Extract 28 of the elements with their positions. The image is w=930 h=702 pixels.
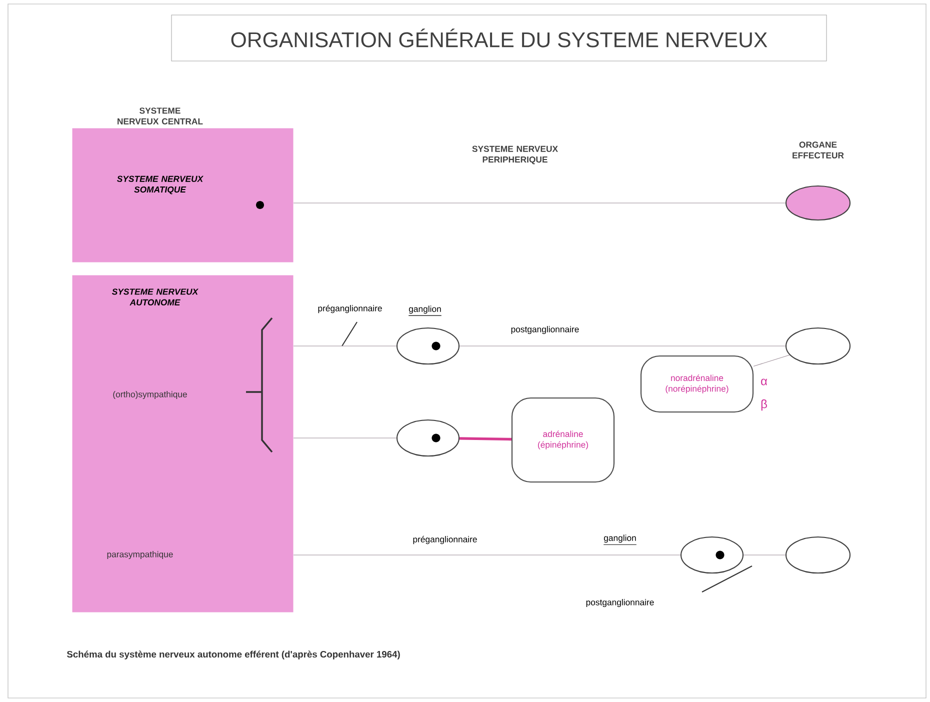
caption: Schéma du système nerveux autonome efférent (d'après Copenhaver 1964) [66,650,400,660]
block-heading: SYSTEME NERVEUX AUTONOME [112,288,199,306]
division-label: (ortho)sympathique [113,390,187,400]
fiber-label: postganglionnaire [511,326,579,334]
connector [753,354,790,367]
ganglion-label: ganglion [408,306,442,316]
fiber-label: préganglionnaire [413,536,477,544]
ganglion-ellipse [680,536,744,574]
title: ORGANISATION GÉNÉRALE DU SYSTEME NERVEUX [171,14,827,62]
column-heading: ORGANE EFFECTEUR [792,142,844,158]
ganglion-ellipse [396,419,460,457]
connector [293,202,786,204]
hormone-cloud: noradrénaline (norépinéphrine) [640,355,754,413]
fiber-label: préganglionnaire [318,304,382,314]
hormone-cloud: adrénaline (épinéphrine) [511,397,615,483]
connector [293,554,681,556]
ganglion-label: ganglion [603,534,637,545]
division-label: parasympathique [107,550,173,560]
effector-ellipse [785,536,851,574]
ganglion-ellipse [396,327,460,365]
fiber-label: postganglionnaire [586,598,654,608]
block-heading: SYSTEME NERVEUX SOMATIQUE [117,176,204,194]
receptor-label: α [761,378,768,386]
connector [460,437,512,441]
column-heading: SYSTEME NERVEUX PERIPHERIQUE [472,146,558,164]
connector [743,554,786,556]
effector-ellipse [785,185,851,221]
effector-ellipse [785,327,851,365]
